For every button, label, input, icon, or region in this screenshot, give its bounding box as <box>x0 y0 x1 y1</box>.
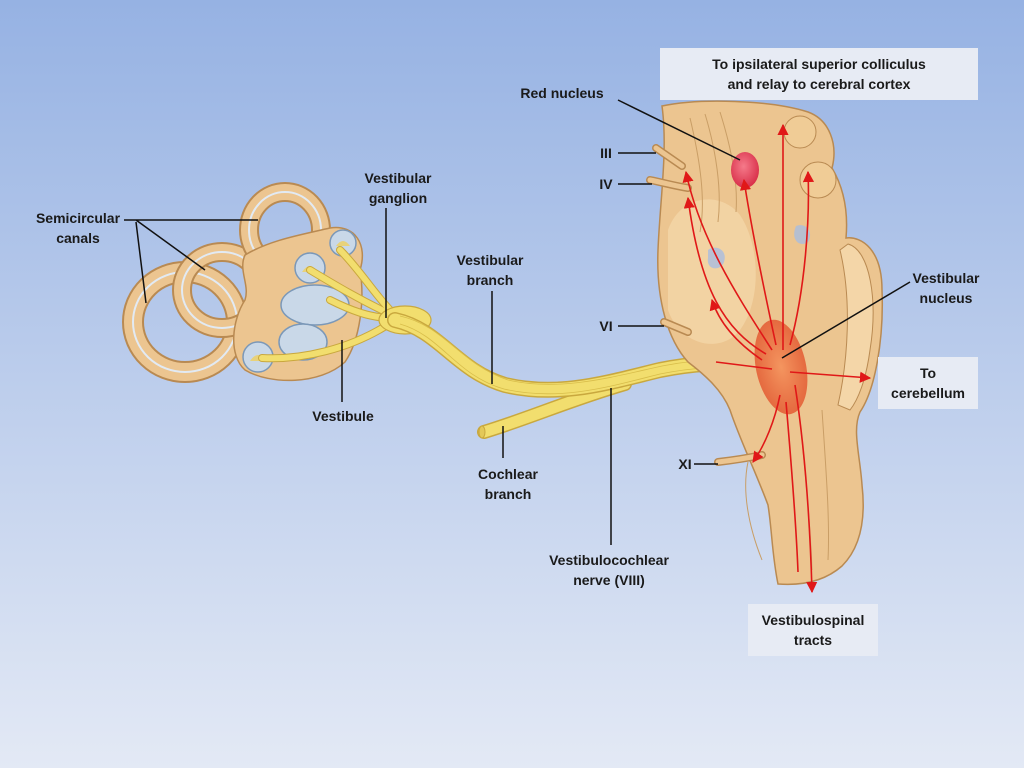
label-nerve-vi: VI <box>599 318 613 334</box>
label-vestibular-nucleus: Vestibular nucleus <box>913 268 980 308</box>
label-vestibular-ganglion: Vestibular ganglion <box>365 168 432 208</box>
pathway-descending-line <box>785 401 799 573</box>
label-vestibular-branch: Vestibular branch <box>457 250 524 290</box>
pons <box>668 199 756 344</box>
label-line: To <box>919 365 937 381</box>
label-box-cerebellum: To cerebellum <box>878 357 978 409</box>
red-nucleus <box>731 152 759 188</box>
pathway-arrow-to-nerve-vi <box>709 298 763 361</box>
label-box-vestibulospinal-tracts: Vestibulospinal tracts <box>748 604 878 656</box>
label-line: To ipsilateral superior colliculus <box>712 56 926 72</box>
brainstem <box>657 100 884 586</box>
label-line: branch <box>466 272 514 288</box>
label-line: Semicircular <box>35 210 121 226</box>
label-nerve-iii: III <box>600 145 612 161</box>
cranial-nerve-iv <box>646 176 692 192</box>
label-vestibulocochlear-nerve: Vestibulocochlear nerve (VIII) <box>549 550 669 590</box>
label-line: and relay to cerebral cortex <box>727 76 911 92</box>
cranial-nerve-stumps <box>646 144 766 561</box>
label-line: cerebellum <box>891 385 965 401</box>
label-line: Vestibular <box>912 270 980 286</box>
label-line: ganglion <box>368 190 428 206</box>
pathway-incoming-fibers <box>715 361 773 370</box>
label-line: Vestibular <box>364 170 432 186</box>
label-line: canals <box>56 230 100 246</box>
pathway-arrow-to-nerve-xi <box>752 394 781 463</box>
pathway-arrow-to-nerve-iii <box>682 170 773 351</box>
label-semicircular-canals: Semicircular canals <box>36 208 120 248</box>
cranial-nerve-iii <box>652 144 686 170</box>
vestibulocochlear-nerve <box>258 246 768 439</box>
label-red-nucleus: Red nucleus <box>520 85 604 101</box>
leader-line-red-nucleus <box>617 99 741 161</box>
inferior-colliculus <box>799 161 837 199</box>
label-line: nerve (VIII) <box>573 572 645 588</box>
label-line: tracts <box>793 632 833 648</box>
label-box-superior-colliculus: To ipsilateral superior colliculus and r… <box>660 48 978 100</box>
label-line: branch <box>484 486 532 502</box>
label-cochlear-branch: Cochlear branch <box>478 464 538 504</box>
cerebellar-peduncle <box>837 243 874 411</box>
label-line: Vestibular <box>456 252 524 268</box>
leader-line-vestibular-nucleus <box>781 281 911 359</box>
vestibular-pathways <box>682 123 872 594</box>
vestibular-nerve-fibers <box>258 246 396 363</box>
pathway-arrow-vestibulospinal <box>794 384 818 594</box>
pathway-arrow-to-cerebellum <box>789 371 872 383</box>
pathway-arrow-to-red-nucleus <box>739 178 777 346</box>
label-line: nucleus <box>919 290 973 306</box>
superior-colliculus <box>783 115 817 149</box>
cranial-nerve-vi <box>660 318 692 336</box>
label-line: Vestibulospinal <box>761 612 865 628</box>
label-nerve-iv: IV <box>599 176 613 192</box>
pathway-arrow-ascending-right <box>789 170 815 346</box>
leader-line-semicircular-canals <box>124 219 258 304</box>
leader-lines <box>124 99 911 545</box>
label-line: Vestibulocochlear <box>549 552 669 568</box>
label-nerve-xi: XI <box>678 456 692 472</box>
label-line: Cochlear <box>478 466 538 482</box>
label-vestibule: Vestibule <box>312 408 374 424</box>
